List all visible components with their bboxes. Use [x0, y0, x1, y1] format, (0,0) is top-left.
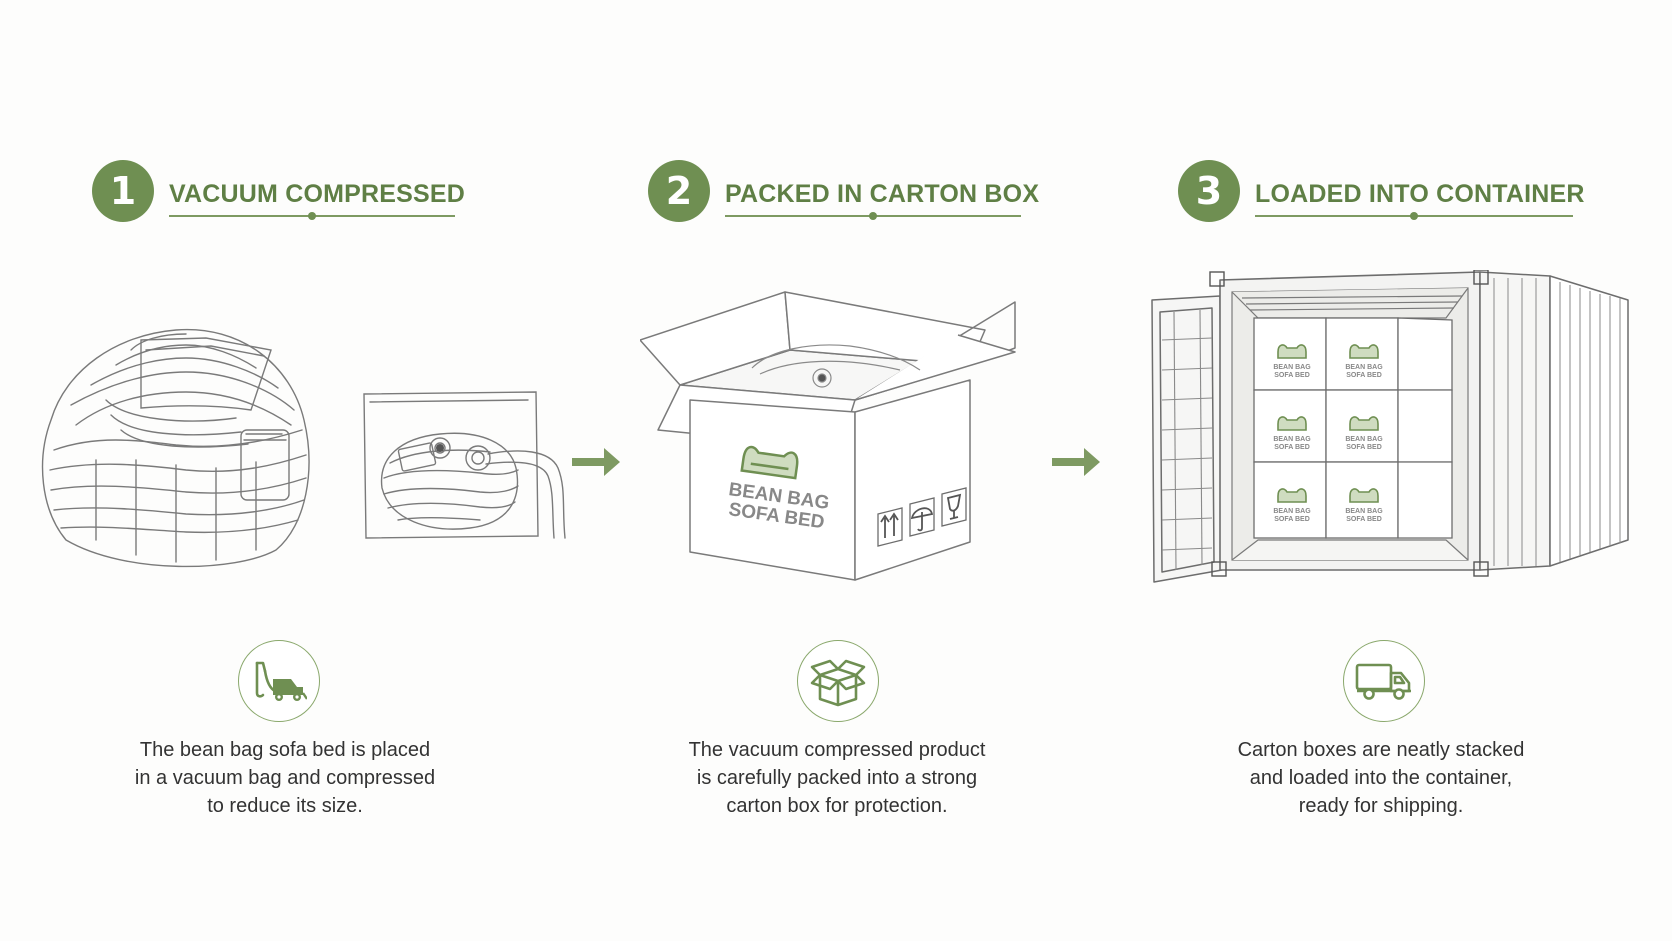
carton-label-line2: SOFA BED: [1274, 516, 1310, 523]
carton-label-line1: BEAN BAG: [1273, 508, 1311, 515]
description-line: Carton boxes are neatly stacked: [1237, 739, 1525, 761]
step-2-icon-badge: [797, 640, 879, 722]
delivery-truck-icon: [1355, 663, 1411, 700]
description-line: is carefully packed into a strong: [696, 767, 978, 789]
step-3-icon-badge: [1343, 640, 1425, 722]
description-line: in a vacuum bag and compressed: [134, 767, 436, 789]
umbrella-icon: [910, 507, 934, 532]
underline-dot: [1410, 212, 1418, 220]
carton-label-line2: SOFA BED: [1274, 444, 1310, 451]
vacuum-bag-illustration: [363, 391, 566, 539]
description-line: The vacuum compressed product: [688, 739, 986, 761]
container-carton-labels: BEAN BAG SOFA BED BEAN BAG SOFA BED BEAN…: [1273, 364, 1383, 523]
carton-label-line2: SOFA BED: [1346, 372, 1382, 379]
description-line: The bean bag sofa bed is placed: [139, 739, 431, 761]
step-2-description: The vacuum compressed product is careful…: [627, 736, 1047, 820]
carton-label-line1: BEAN BAG: [1345, 508, 1383, 515]
carton-label-line2: SOFA BED: [1274, 372, 1310, 379]
step-1-title: VACUUM COMPRESSED: [169, 180, 466, 208]
this-side-up-icon: [880, 512, 899, 538]
carton-label-line1: BEAN BAG: [1273, 436, 1311, 443]
carton-box-illustration: BEAN BAG SOFA BED: [640, 291, 1016, 581]
step-3-title: LOADED INTO CONTAINER: [1255, 180, 1585, 208]
vacuum-valve: [436, 444, 444, 452]
vacuum-cleaner-icon: [255, 661, 307, 701]
bean-bag-sofa-illustration: [41, 328, 310, 568]
underline-dot: [308, 212, 316, 220]
sofa-logo-icon: [740, 445, 799, 480]
step-1-underline: [169, 212, 455, 220]
step-1-icon-badge: [238, 640, 320, 722]
shipping-container-illustration: BEAN BAG SOFA BED BEAN BAG SOFA BED BEAN…: [1151, 270, 1629, 583]
fragile-glass-icon: [946, 493, 962, 520]
underline-dot: [869, 212, 877, 220]
arrow-right-icon: [572, 448, 620, 476]
arrow-right-icon: [1052, 448, 1100, 476]
carton-label-line2: SOFA BED: [1346, 516, 1382, 523]
description-line: and loaded into the container,: [1249, 767, 1513, 789]
carton-label-line1: BEAN BAG: [1345, 436, 1383, 443]
description-line: carton box for protection.: [726, 795, 948, 817]
step-2-underline: [725, 212, 1021, 220]
step-3-number-badge: 3: [1178, 160, 1240, 222]
carton-label-line1: BEAN BAG: [1273, 364, 1311, 371]
carton-label-line1: BEAN BAG: [1345, 364, 1383, 371]
open-box-icon: [810, 659, 866, 707]
description-line: ready for shipping.: [1298, 795, 1464, 817]
description-line: to reduce its size.: [207, 795, 363, 817]
step-3-underline: [1255, 212, 1573, 220]
step-1-description: The bean bag sofa bed is placed in a vac…: [75, 736, 495, 820]
step-1-number-badge: 1: [92, 160, 154, 222]
step-2-title: PACKED IN CARTON BOX: [725, 180, 1040, 208]
carton-label-line2: SOFA BED: [1346, 444, 1382, 451]
step-2-number-badge: 2: [648, 160, 710, 222]
step-3-description: Carton boxes are neatly stacked and load…: [1171, 736, 1591, 820]
